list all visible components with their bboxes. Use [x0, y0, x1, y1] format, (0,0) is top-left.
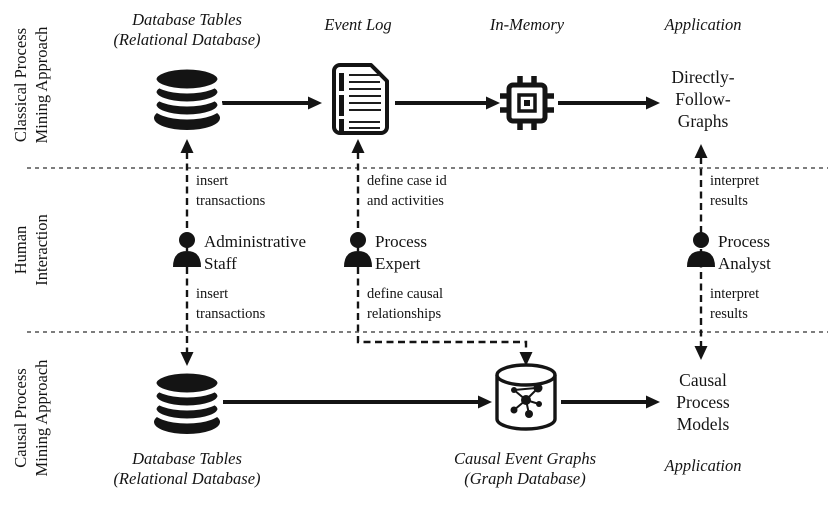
causal-output-models: Causal Process Models — [676, 370, 730, 434]
flow-arrow-memory-to-dfg — [558, 96, 660, 110]
actor-name-administrative-staff: Administrative Staff — [204, 232, 306, 273]
database-icon — [151, 64, 223, 130]
causal-graphdb-title: Causal Event Graphs (Graph Database) — [453, 449, 597, 489]
person-icon — [344, 232, 372, 267]
task-label-define-causal: define causal relationships — [367, 286, 444, 322]
classical-eventlog-title: Event Log — [324, 15, 392, 34]
task-label-insert-transactions-down: insert transactions — [196, 286, 266, 322]
actor-name-process-expert: Process Expert — [375, 232, 427, 273]
dashed-arrow-insert-transactions — [180, 139, 194, 366]
classical-application-title: Application — [664, 15, 742, 34]
task-label-interpret-results-down: interpret results — [710, 286, 760, 322]
band-separator-bottom — [27, 331, 828, 333]
flow-arrow-eventlog-to-memory — [395, 96, 500, 110]
person-icon — [687, 232, 715, 267]
classical-inmemory-title: In-Memory — [489, 15, 565, 34]
database-icon — [151, 368, 223, 434]
event-log-icon — [332, 63, 389, 135]
flow-arrow-graphdb-to-models — [561, 395, 660, 409]
classical-db-title: Database Tables (Relational Database) — [113, 10, 261, 50]
flow-arrow-db-to-eventlog — [222, 96, 322, 110]
actor-name-process-analyst: Process Analyst — [718, 232, 771, 273]
person-icon — [173, 232, 201, 267]
band-separator-top — [27, 167, 828, 169]
task-label-define-case-id: define case id and activities — [367, 173, 447, 209]
task-label-interpret-results-up: interpret results — [710, 173, 760, 209]
causal-application-title: Application — [664, 456, 742, 475]
task-label-insert-transactions-up: insert transactions — [196, 173, 266, 209]
chip-icon — [500, 76, 554, 130]
causal-db-title: Database Tables (Relational Database) — [113, 449, 261, 489]
flow-arrow-db-to-graphdb — [223, 395, 492, 409]
graph-database-icon — [495, 363, 557, 431]
classical-output-dfg: Directly- Follow- Graphs — [671, 67, 735, 131]
